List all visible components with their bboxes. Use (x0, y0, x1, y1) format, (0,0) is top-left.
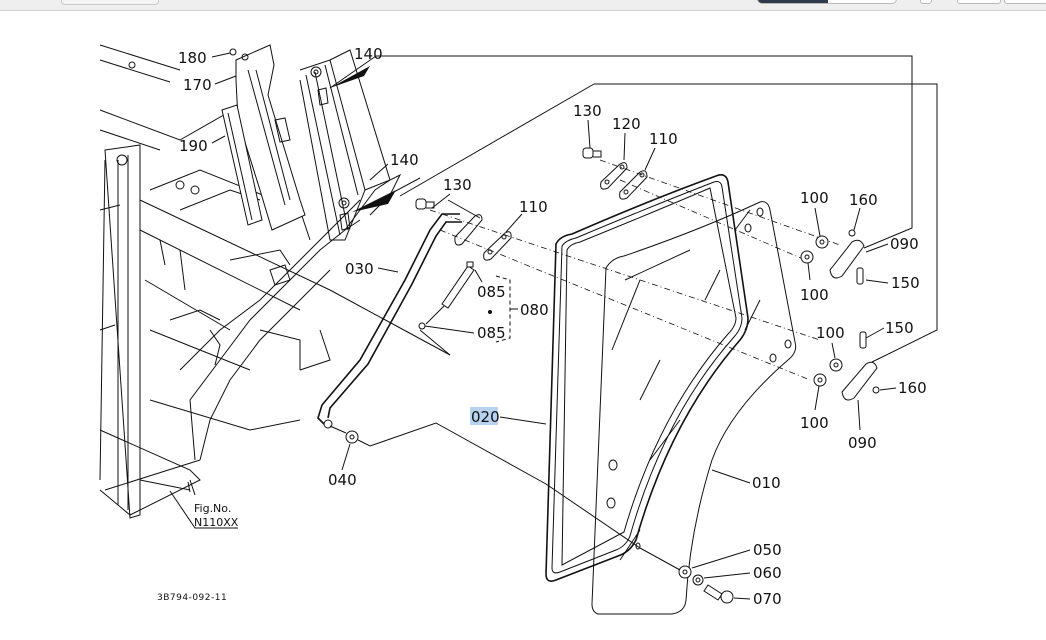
callout-070[interactable]: 070 (753, 590, 782, 608)
callout-080[interactable]: 080 (520, 301, 549, 319)
callout-150-b[interactable]: 150 (885, 319, 914, 337)
callout-150-a[interactable]: 150 (891, 274, 920, 292)
hardware-050-060-070 (639, 547, 734, 604)
bolt-130-right (582, 147, 602, 159)
callout-100-a[interactable]: 100 (800, 189, 829, 207)
callout-100-d[interactable]: 100 (800, 414, 829, 432)
callout-160-b[interactable]: 160 (898, 379, 927, 397)
callout-020[interactable]: 020 (471, 408, 500, 426)
gas-strut-080 (418, 261, 492, 330)
parts-diagram: 180 170 190 140 140 030 130 130 110 120 (99, 44, 938, 615)
callout-180[interactable]: 180 (178, 49, 207, 67)
callout-130-left[interactable]: 130 (443, 176, 472, 194)
viewer-toolbar (0, 0, 1046, 11)
drawing-code: 3B794-092-11 (157, 593, 227, 603)
callout-190[interactable]: 190 (179, 137, 208, 155)
callout-140-lower[interactable]: 140 (390, 151, 419, 169)
selected-highlight (470, 407, 498, 425)
callout-110-left[interactable]: 110 (519, 198, 548, 216)
cab-frame (99, 44, 361, 519)
plate-bracket-left (454, 214, 512, 261)
callout-100-b[interactable]: 100 (800, 286, 829, 304)
callout-060[interactable]: 060 (753, 564, 782, 582)
assembly-axis (429, 209, 821, 341)
assembly-axis (619, 179, 811, 263)
callout-140-upper[interactable]: 140 (354, 45, 383, 63)
callout-050[interactable]: 050 (753, 541, 782, 559)
callout-040[interactable]: 040 (328, 471, 357, 489)
toolbar-button[interactable] (920, 0, 932, 4)
figure-number: N110XX (194, 516, 239, 529)
hinge-upper-090 (800, 229, 865, 285)
door-seal-020 (545, 174, 749, 582)
pillar-post (299, 49, 402, 241)
support-rod-030 (317, 213, 462, 429)
plate-110-right (619, 170, 648, 200)
toolbar-button[interactable] (1004, 0, 1046, 4)
callout-090-a[interactable]: 090 (890, 235, 919, 253)
washer-040 (329, 422, 641, 549)
callout-090-b[interactable]: 090 (848, 434, 877, 452)
bolt-130-left (415, 198, 435, 210)
assembly-axis (439, 229, 811, 381)
toolbar-button[interactable] (957, 0, 1001, 4)
view-mode-toggle[interactable] (757, 0, 897, 4)
callout-010[interactable]: 010 (752, 474, 781, 492)
plate-120 (600, 162, 628, 190)
screw-180 (229, 48, 237, 56)
callout-120[interactable]: 120 (612, 115, 641, 133)
figure-leader (169, 490, 238, 529)
assembly-axis (599, 159, 841, 246)
figure-label: Fig.No. (194, 502, 231, 515)
callout-170[interactable]: 170 (183, 76, 212, 94)
trim-190 (221, 104, 263, 226)
callout-110-right[interactable]: 110 (649, 130, 678, 148)
callout-030[interactable]: 030 (345, 260, 374, 278)
callout-130-right[interactable]: 130 (573, 102, 602, 120)
reference-lines (329, 55, 938, 363)
callout-085-upper[interactable]: 085 (477, 283, 506, 301)
hinge-lower-090 (813, 331, 880, 401)
callout-100-c[interactable]: 100 (816, 324, 845, 342)
callout-085-lower[interactable]: 085 (477, 324, 506, 342)
zoom-slider[interactable] (61, 0, 159, 5)
callout-160-a[interactable]: 160 (849, 191, 878, 209)
view-mode-active-segment[interactable] (758, 0, 828, 3)
door-glass-010 (591, 201, 797, 615)
